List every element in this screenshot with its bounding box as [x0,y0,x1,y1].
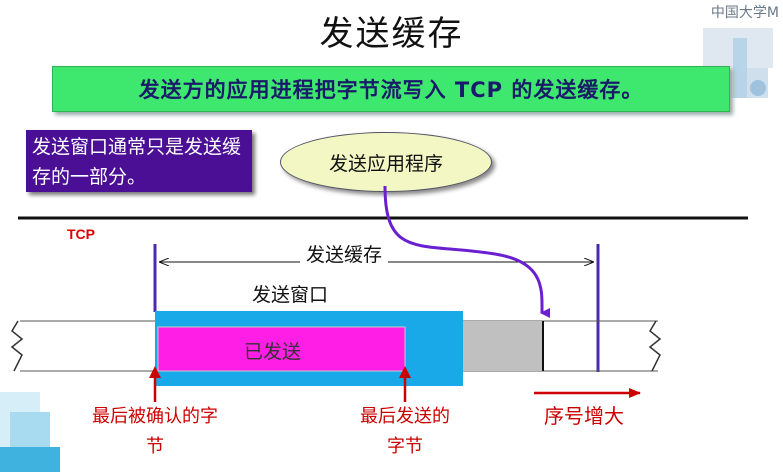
send-application-label: 发送应用程序 [328,152,443,175]
sent-label: 已发送 [244,341,302,363]
seq-increase-label: 序号增大 [544,404,624,428]
watermark: 中国大学M [710,5,779,21]
break-mark-left [10,320,24,372]
send-buffer-label: 发送缓存 [300,240,389,267]
app-write-arrow [383,185,551,319]
sent-bytes-region [157,326,406,372]
slide-title: 发送缓存 [319,14,464,54]
decorative-graphic-left [0,392,60,472]
send-application-bubble: 发送应用程序 [280,132,492,192]
banner-statement: 发送方的应用进程把字节流写入 TCP 的发送缓存。 [52,66,730,112]
last-acked-byte-label: 最后被确认的字节 [92,406,218,457]
note-box: 发送窗口通常只是发送缓存的一部分。 [26,130,252,192]
unsent-bytes-region [463,321,543,371]
tcp-label: TCP [67,226,95,242]
send-window-label: 发送窗口 [252,284,329,306]
last-sent-byte-label: 最后发送的字节 [360,406,450,457]
break-mark-right [648,320,662,372]
